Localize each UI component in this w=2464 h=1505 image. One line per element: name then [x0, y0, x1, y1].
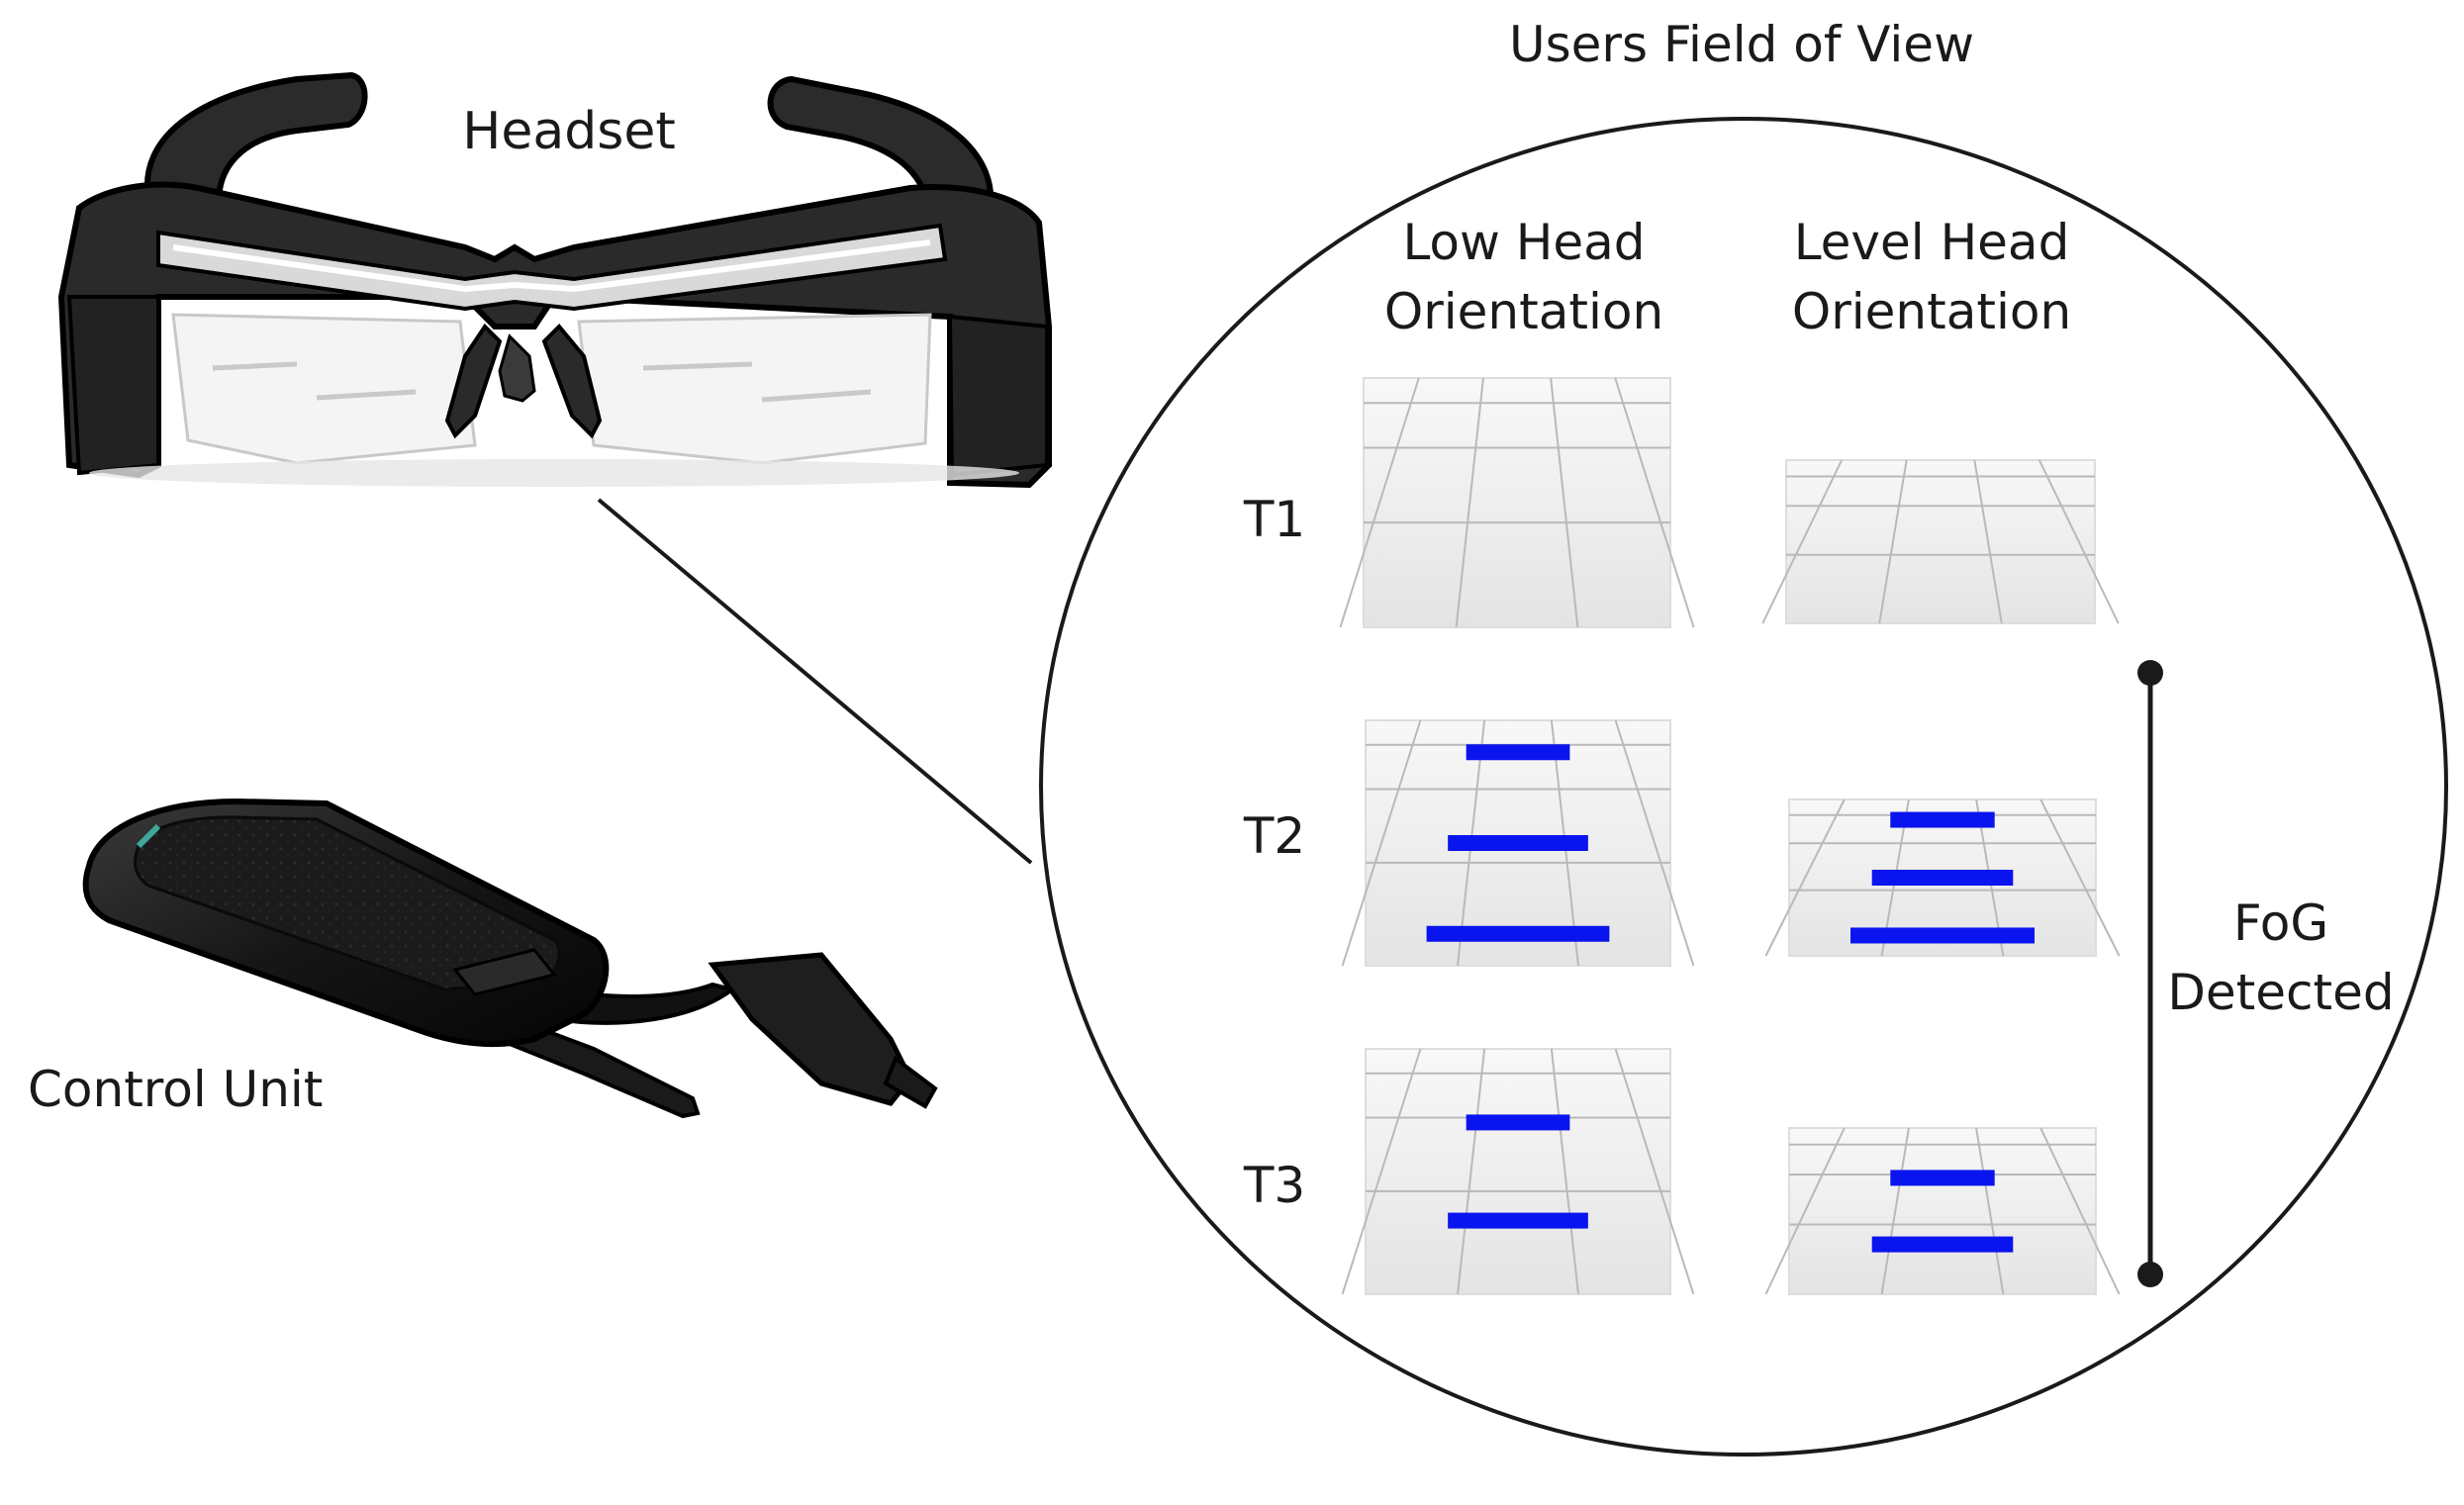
floor-panel-bg	[1363, 377, 1671, 628]
floor-panel-t3-level	[1764, 1127, 2121, 1295]
row-label-t3: T3	[1243, 1157, 1305, 1214]
ar-glasses-icon	[57, 71, 1052, 489]
control-unit-device-icon	[82, 798, 938, 1119]
guidance-bar	[1426, 925, 1610, 942]
floor-grid-line	[2039, 1127, 2121, 1295]
floor-grid-line	[2039, 799, 2121, 957]
floor-panels	[1339, 377, 2121, 1295]
floor-grid-line	[1880, 1127, 1910, 1295]
guidance-bar	[1850, 927, 2035, 944]
floor-panel-bg	[1365, 1048, 1671, 1295]
leader-line	[597, 498, 1033, 865]
guidance-bar	[1871, 870, 2014, 886]
floor-grid-line	[2038, 459, 2120, 624]
fov-circle	[1039, 117, 2448, 1457]
fov-title: Users Field of View	[1509, 16, 1974, 73]
headset-label: Headset	[462, 102, 675, 161]
col-header-low-line1: Low Head	[1402, 214, 1645, 271]
guidance-bar	[1890, 1170, 1995, 1186]
fog-bracket	[2137, 660, 2163, 1287]
row-label-t2: T2	[1243, 807, 1305, 865]
fog-label-line1: FoG	[2233, 894, 2328, 952]
fog-bracket-bottom-dot	[2137, 1262, 2163, 1287]
floor-grid-line	[1550, 1048, 1579, 1295]
floor-panel-t2-level	[1764, 799, 2121, 957]
floor-grid-line	[1973, 459, 2003, 624]
floor-panel-bg	[1788, 1127, 2097, 1295]
guidance-bar	[1890, 811, 1995, 828]
fog-bracket-top-dot	[2137, 660, 2163, 686]
floor-grid-line	[1764, 1127, 1846, 1295]
fog-label-line2: Detected	[2167, 964, 2394, 1021]
floor-grid-line	[1455, 377, 1484, 628]
col-header-level-line2: Orientation	[1792, 283, 2071, 340]
guidance-bar	[1448, 1212, 1588, 1229]
floor-panel-bg	[1785, 459, 2096, 624]
guidance-bar	[1871, 1236, 2014, 1253]
floor-panel-t3-low	[1341, 1048, 1695, 1295]
row-label-t1: T1	[1243, 491, 1305, 548]
floor-grid-line	[1550, 377, 1579, 628]
floor-panel-t1-low	[1339, 377, 1695, 628]
floor-grid-line	[1339, 377, 1420, 628]
floor-grid-line	[1764, 799, 1846, 957]
col-header-level-line1: Level Head	[1794, 214, 2070, 271]
floor-grid-line	[1614, 1048, 1695, 1295]
guidance-bar	[1466, 744, 1570, 761]
floor-grid-line	[1878, 459, 1908, 624]
floor-panel-t2-low	[1341, 719, 1695, 967]
floor-grid-line	[1341, 719, 1422, 967]
floor-panel-t1-level	[1761, 459, 2120, 624]
guidance-bar	[1448, 835, 1588, 851]
floor-grid-line	[1341, 1048, 1422, 1295]
floor-grid-line	[1614, 377, 1695, 628]
control-unit-label: Control Unit	[28, 1061, 323, 1118]
col-header-low-line2: Orientation	[1384, 283, 1663, 340]
guidance-bar	[1466, 1114, 1570, 1131]
floor-grid-line	[1761, 459, 1844, 624]
floor-grid-line	[1975, 1127, 2005, 1295]
floor-grid-line	[1457, 1048, 1486, 1295]
floor-grid-line	[1614, 719, 1695, 967]
